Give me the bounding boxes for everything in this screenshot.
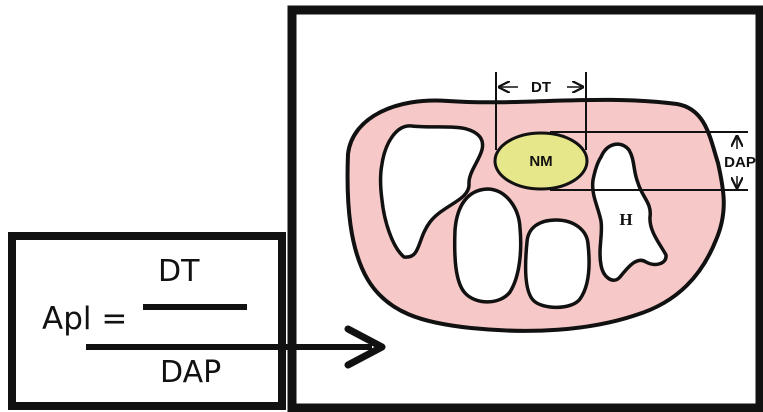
lower-middle-cavity xyxy=(526,220,589,307)
formula-numerator: DT xyxy=(158,254,200,289)
formula-lhs: Apl = xyxy=(42,301,127,337)
dt-label: DT xyxy=(531,79,551,96)
h-label: H xyxy=(619,210,632,229)
formula-denominator: DAP xyxy=(160,355,221,390)
lower-left-cavity xyxy=(455,189,521,302)
dap-label: DAP xyxy=(724,154,756,171)
nm-label: NM xyxy=(529,153,552,170)
